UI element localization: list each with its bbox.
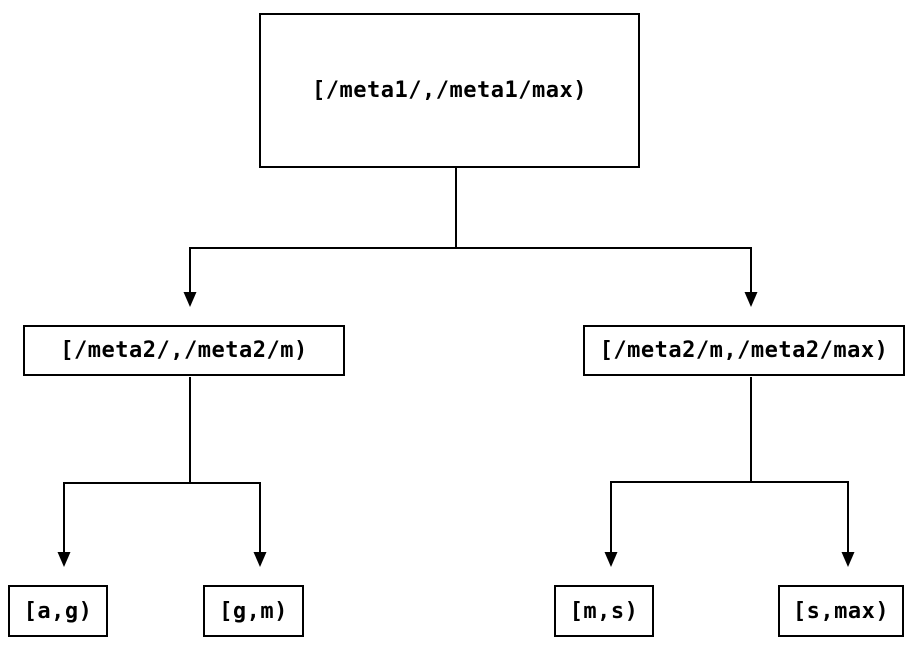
arrowhead-down-icon (604, 552, 618, 567)
edge-root-left (189, 168, 457, 292)
edge-root-right (455, 168, 752, 292)
node-meta2-left-label: [/meta2/,/meta2/m) (60, 338, 308, 363)
edge-right-leaf-ms (610, 377, 752, 552)
arrowhead-down-icon (57, 552, 71, 567)
node-leaf-ms-label: [m,s) (569, 598, 639, 624)
edge-right-leaf-smax (750, 377, 849, 552)
edge-left-leaf-gm (189, 377, 261, 552)
arrowhead-down-icon (253, 552, 267, 567)
edge-left-leaf-ag (63, 377, 191, 552)
arrowhead-down-icon (183, 292, 197, 307)
node-meta2-right-label: [/meta2/m,/meta2/max) (599, 338, 889, 363)
node-meta2-left: [/meta2/,/meta2/m) (23, 325, 345, 376)
node-meta2-right: [/meta2/m,/meta2/max) (583, 325, 905, 376)
node-leaf-ag-label: [a,g) (23, 598, 93, 624)
arrowhead-down-icon (744, 292, 758, 307)
node-leaf-ag: [a,g) (8, 585, 108, 637)
node-leaf-gm: [g,m) (203, 585, 304, 637)
arrowhead-down-icon (841, 552, 855, 567)
node-root-label: [/meta1/,/meta1/max) (312, 78, 587, 103)
node-leaf-gm-label: [g,m) (219, 598, 288, 624)
node-leaf-smax-label: [s,max) (792, 598, 890, 624)
node-root: [/meta1/,/meta1/max) (259, 13, 640, 168)
node-leaf-ms: [m,s) (554, 585, 654, 637)
node-leaf-smax: [s,max) (778, 585, 904, 637)
